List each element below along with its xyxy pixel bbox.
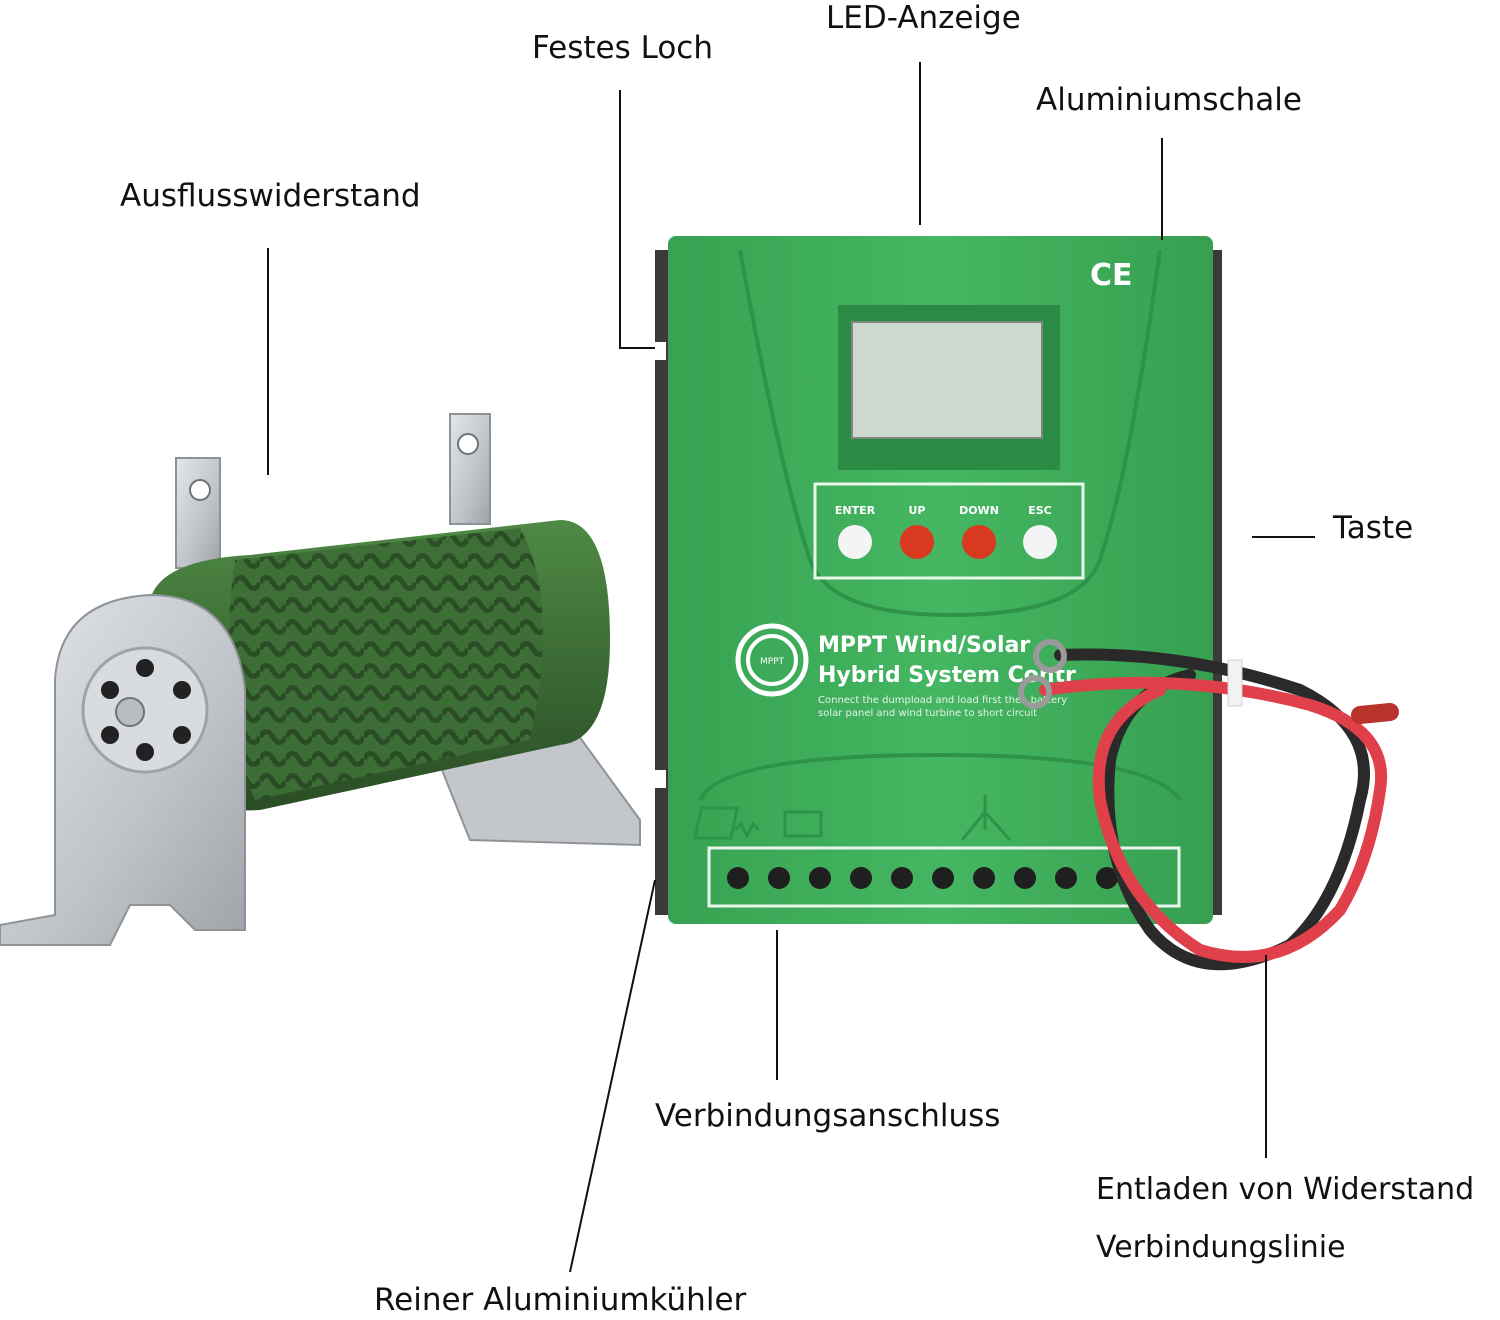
up-button-label: UP: [909, 504, 926, 517]
resistor-bracket-front: [0, 593, 246, 946]
leader-lines: [267, 62, 1315, 1273]
resistor-tab-left: [175, 457, 221, 569]
enter-button-label: ENTER: [835, 504, 876, 517]
discharge-cables: [1018, 639, 1399, 971]
label-button: Taste: [1333, 510, 1414, 546]
brand-logo-text: MPPT: [760, 657, 785, 667]
solar-panel-icon: [693, 806, 740, 840]
connection-terminal: [707, 846, 1181, 908]
label-dump-resistor: Ausflusswiderstand: [120, 178, 421, 214]
dump-resistor: [0, 413, 641, 946]
fine-print-2: solar panel and wind turbine to short ci…: [818, 708, 1037, 719]
brand-logo: MPPT: [735, 623, 809, 697]
terminal-screws: [727, 867, 1118, 889]
fixed-hole-notch-lower: [652, 770, 666, 788]
fixed-hole-notch: [652, 342, 666, 360]
label-fixed-hole: Festes Loch: [532, 30, 713, 66]
label-discharge-line-1: Entladen von Widerstand: [1096, 1172, 1475, 1207]
battery-icon: [783, 810, 823, 838]
resistor-tab-right: [449, 413, 491, 525]
charge-controller: CE ENTER UP DOWN ESC MPPT MPPT Wind/Sola…: [652, 236, 1222, 924]
brand-line-1: MPPT Wind/Solar: [818, 633, 1030, 658]
label-discharge-line-2: Verbindungslinie: [1096, 1230, 1346, 1265]
ce-mark: CE: [1090, 258, 1133, 293]
button-panel-outline: [813, 482, 1085, 580]
label-led-display: LED-Anzeige: [826, 0, 1021, 36]
resistor-vent-holes: [101, 659, 191, 761]
esc-button-label: ESC: [1028, 504, 1052, 517]
up-button[interactable]: UP: [900, 504, 934, 559]
cable-tie: [1227, 659, 1243, 707]
fine-print-1: Connect the dumpload and load first then…: [818, 695, 1067, 706]
cable-lug-red: [1018, 675, 1052, 709]
label-aluminium-cooler: Reiner Aluminiumkühler: [374, 1282, 747, 1318]
shell-bottom-contour: [698, 752, 1182, 802]
label-connection-terminal: Verbindungsanschluss: [655, 1098, 1001, 1134]
resistor-symbol-icon: [733, 821, 761, 840]
label-aluminium-shell: Aluminiumschale: [1036, 82, 1302, 118]
down-button[interactable]: DOWN: [959, 504, 999, 559]
leader-fixed-hole: [619, 90, 655, 349]
cable-lug-black: [1033, 639, 1067, 673]
leader-aluminium-cooler: [569, 879, 656, 1273]
port-icons: [693, 795, 1012, 841]
wind-turbine-icon: [960, 795, 1012, 841]
led-display: [851, 321, 1043, 439]
down-button-label: DOWN: [959, 504, 999, 517]
cable-end-red: [1351, 703, 1399, 724]
cable-red: [1039, 676, 1388, 963]
enter-button[interactable]: ENTER: [835, 504, 876, 559]
resistor-ribs: [228, 528, 543, 800]
aluminium-shell: [668, 236, 1213, 924]
resistor-bolt: [115, 697, 145, 727]
esc-button[interactable]: ESC: [1023, 504, 1057, 559]
shell-face-contour: [738, 249, 1162, 618]
